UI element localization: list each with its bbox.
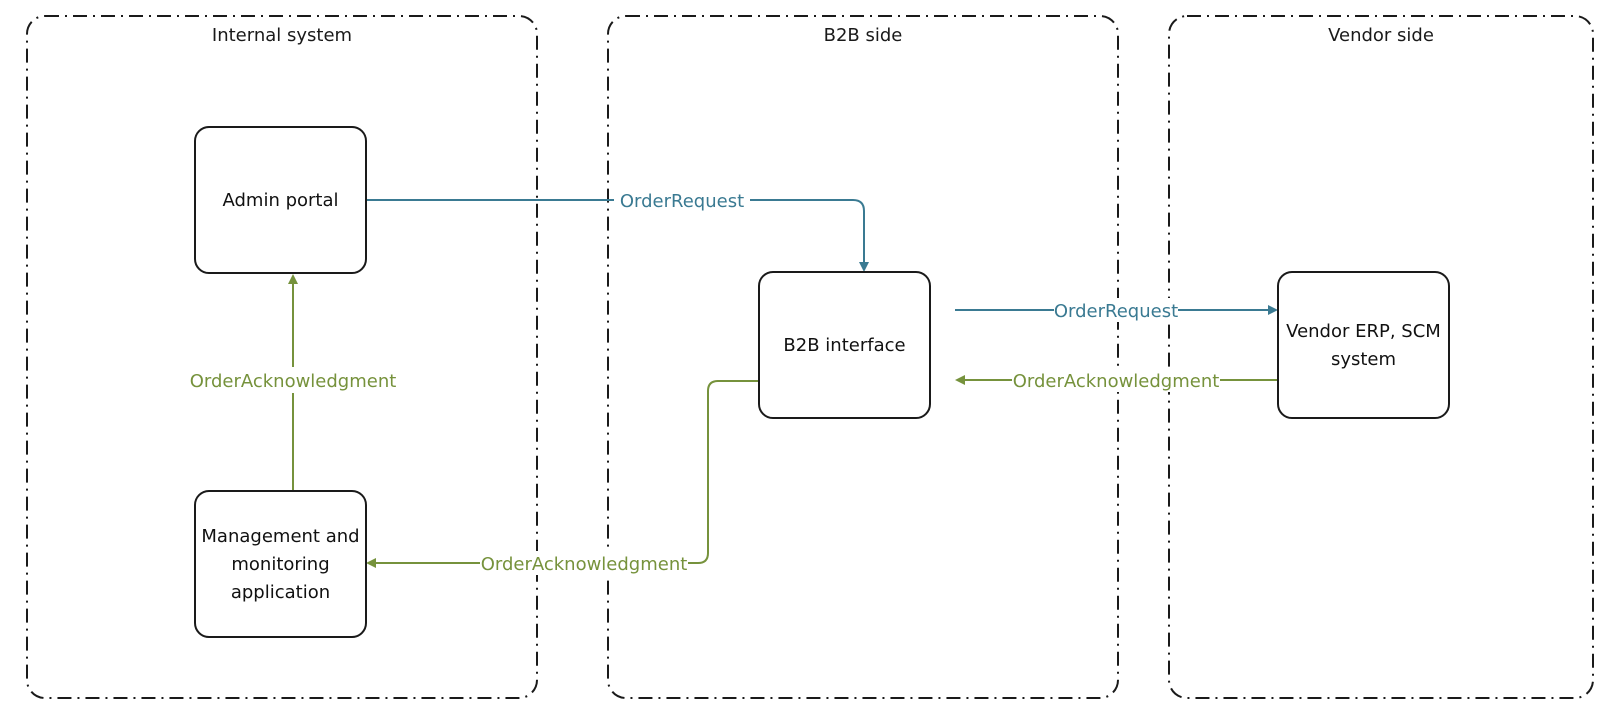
edge-mgmt-to-admin[interactable]: OrderAcknowledgment <box>188 274 398 491</box>
node-box <box>758 271 931 419</box>
node-label: B2B interface <box>783 335 905 356</box>
group-title: B2B side <box>824 25 903 46</box>
edge-b2b-to-mgmt[interactable]: OrderAcknowledgment <box>366 380 759 575</box>
edge-admin-to-b2b[interactable]: OrderRequest <box>366 188 869 272</box>
node-box <box>1277 271 1450 419</box>
group-border <box>26 15 538 699</box>
node-box <box>194 126 367 274</box>
edge-label: OrderAcknowledgment <box>1013 371 1220 392</box>
label-backdrop <box>614 188 750 212</box>
node-management-app[interactable]: Management and monitoring application <box>194 490 367 638</box>
group-border <box>1168 15 1594 699</box>
node-label: system <box>1331 349 1396 370</box>
group-title: Internal system <box>212 25 352 46</box>
edge-label: OrderAcknowledgment <box>190 371 397 392</box>
node-label: Admin portal <box>222 190 338 211</box>
label-backdrop <box>480 551 688 575</box>
node-box <box>194 490 367 638</box>
edge-label: OrderAcknowledgment <box>481 554 688 575</box>
edge-line <box>366 380 759 568</box>
node-label: Management and <box>201 526 359 547</box>
edge-vendor-to-b2b[interactable]: OrderAcknowledgment <box>955 368 1278 392</box>
node-label: Vendor ERP, SCM <box>1286 321 1441 342</box>
label-backdrop <box>1054 298 1178 322</box>
group-b2b-side: B2B side <box>607 15 1119 699</box>
label-backdrop <box>1012 368 1220 392</box>
group-title: Vendor side <box>1328 25 1434 46</box>
edge-b2b-to-vendor[interactable]: OrderRequest <box>955 298 1278 322</box>
edge-line <box>366 199 869 272</box>
label-backdrop <box>188 367 398 393</box>
node-label: monitoring <box>231 554 329 575</box>
group-vendor-side: Vendor side <box>1168 15 1594 699</box>
node-admin-portal[interactable]: Admin portal <box>194 126 367 274</box>
node-b2b-interface[interactable]: B2B interface <box>758 271 931 419</box>
node-vendor-erp[interactable]: Vendor ERP, SCM system <box>1277 271 1450 419</box>
group-border <box>607 15 1119 699</box>
group-internal-system: Internal system <box>26 15 538 699</box>
node-label: application <box>231 582 330 603</box>
edge-label: OrderRequest <box>1054 301 1178 322</box>
edge-label: OrderRequest <box>620 191 744 212</box>
